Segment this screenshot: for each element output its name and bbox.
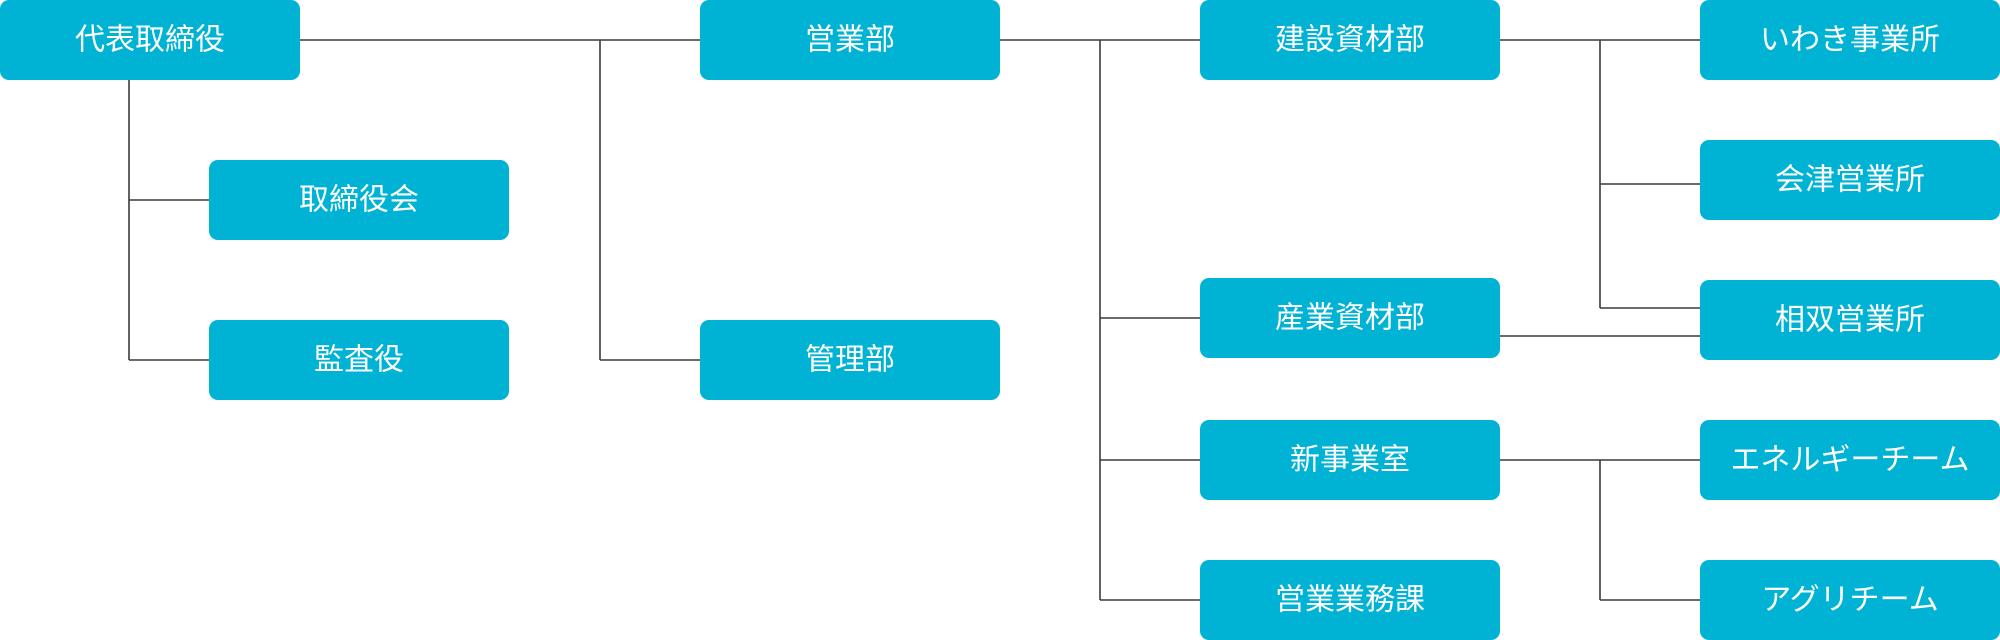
- node-box: [209, 160, 509, 240]
- node-box: [1700, 0, 2000, 80]
- node-industrial-materials-division: 産業資材部: [1200, 278, 1500, 358]
- node-label: いわき事業所: [1760, 23, 1940, 58]
- node-label: 取締役会: [299, 183, 419, 218]
- node-label: 相双営業所: [1775, 303, 1925, 338]
- node-label: 会津営業所: [1775, 163, 1925, 198]
- node-box: [1700, 280, 2000, 360]
- node-box: [209, 320, 509, 400]
- node-box: [1200, 278, 1500, 358]
- node-box: [700, 320, 1000, 400]
- node-label: 営業部: [805, 23, 895, 58]
- node-aizu-office: 会津営業所: [1700, 140, 2000, 220]
- node-energy-team: エネルギーチーム: [1700, 420, 2000, 500]
- node-label: 新事業室: [1290, 443, 1410, 478]
- node-iwaki-office: いわき事業所: [1700, 0, 2000, 80]
- node-box: [1200, 0, 1500, 80]
- node-label: 産業資材部: [1275, 301, 1425, 336]
- node-soso-office: 相双営業所: [1700, 280, 2000, 360]
- connector-lines: [128, 39, 1700, 601]
- node-box: [1200, 560, 1500, 640]
- node-label: 代表取締役: [75, 23, 225, 58]
- node-sales-division: 営業部: [700, 0, 1000, 80]
- node-box: [1200, 420, 1500, 500]
- node-label: 建設資材部: [1275, 23, 1425, 58]
- node-box: [700, 0, 1000, 80]
- node-label: アグリチーム: [1761, 583, 1939, 618]
- node-label: 営業業務課: [1275, 583, 1425, 618]
- node-representative-director: 代表取締役: [0, 0, 300, 80]
- node-sales-operations-section: 営業業務課: [1200, 560, 1500, 640]
- node-box: [1700, 560, 2000, 640]
- node-construction-materials-division: 建設資材部: [1200, 0, 1500, 80]
- node-box: [1700, 420, 2000, 500]
- node-board-of-directors: 取締役会: [209, 160, 509, 240]
- node-label: 監査役: [314, 343, 404, 378]
- node-label: 管理部: [805, 343, 895, 378]
- node-box: [0, 0, 300, 80]
- node-administration-division: 管理部: [700, 320, 1000, 400]
- node-auditor: 監査役: [209, 320, 509, 400]
- node-agri-team: アグリチーム: [1700, 560, 2000, 640]
- node-box: [1700, 140, 2000, 220]
- node-new-business-office: 新事業室: [1200, 420, 1500, 500]
- node-label: エネルギーチーム: [1730, 443, 1969, 478]
